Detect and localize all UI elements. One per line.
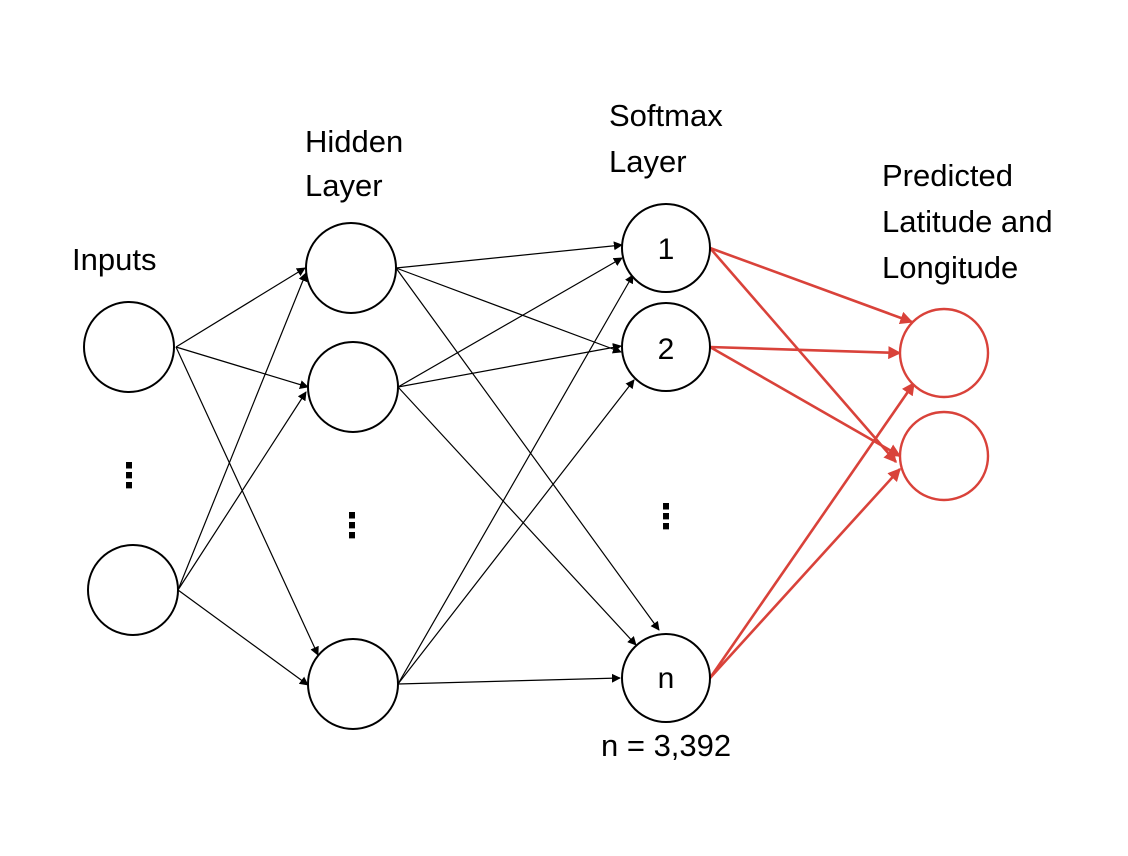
- edge-input2-hidden1: [177, 272, 308, 591]
- softmax-node-2: [621, 302, 711, 392]
- softmax-node-1: [621, 203, 711, 293]
- softmax-node-1-label: 1: [658, 233, 675, 266]
- edge-hidden2-softmaxn: [397, 386, 637, 646]
- edge-hidden3-softmax2: [397, 379, 635, 685]
- softmax-node-2-label: 2: [658, 333, 675, 366]
- softmax-ellipsis: ⋮: [649, 498, 683, 536]
- predicted-label-line1: Predicted: [882, 158, 1013, 193]
- edge-hidden1-softmaxn: [395, 267, 660, 631]
- edge-hidden3-softmaxn: [397, 673, 621, 685]
- edge-softmax2-output2: [709, 345, 902, 458]
- output-node-latitude: [898, 307, 990, 399]
- hidden-ellipsis: ⋮: [335, 507, 369, 545]
- input-node-1: [83, 301, 175, 393]
- output-node-longitude: [898, 410, 990, 502]
- softmax-layer-label-line2: Layer: [609, 144, 687, 179]
- edge-input2-hidden3: [177, 589, 309, 686]
- edge-softmax1-output2: [709, 247, 897, 463]
- hidden-to-softmax-connections: [395, 241, 660, 685]
- inputs-label: Inputs: [72, 242, 156, 277]
- edge-softmax2-output1: [709, 345, 902, 360]
- edge-input1-hidden1: [175, 267, 306, 348]
- edge-input2-hidden2: [177, 391, 307, 591]
- hidden-node-3: [307, 638, 399, 730]
- edge-hidden2-softmax2: [397, 343, 622, 388]
- softmax-to-output-connections: [708, 246, 916, 679]
- hidden-node-1: [305, 222, 397, 314]
- edge-hidden1-softmax2: [395, 267, 622, 354]
- edge-input1-hidden2: [175, 346, 309, 389]
- n-value-label: n = 3,392: [601, 728, 731, 763]
- edge-hidden1-softmax1: [395, 241, 623, 269]
- hidden-layer-label-line1: Hidden: [305, 124, 403, 159]
- edge-softmaxn-output1: [708, 381, 916, 679]
- input-to-hidden-connections: [175, 267, 319, 686]
- predicted-label-line3: Longitude: [882, 250, 1018, 285]
- softmax-node-n: [621, 633, 711, 723]
- edge-hidden2-softmax1: [397, 257, 623, 388]
- inputs-ellipsis: ⋮: [112, 457, 146, 495]
- edge-softmaxn-output2: [709, 468, 901, 679]
- softmax-layer-label-line1: Softmax: [609, 98, 723, 133]
- softmax-node-n-label: n: [658, 662, 675, 695]
- edge-input1-hidden3: [175, 346, 319, 656]
- input-node-2: [87, 544, 179, 636]
- hidden-node-2: [307, 341, 399, 433]
- edge-softmax1-output1: [709, 246, 914, 325]
- predicted-label-line2: Latitude and: [882, 204, 1053, 239]
- edge-hidden3-softmax1: [397, 274, 634, 685]
- hidden-layer-label-line2: Layer: [305, 168, 383, 203]
